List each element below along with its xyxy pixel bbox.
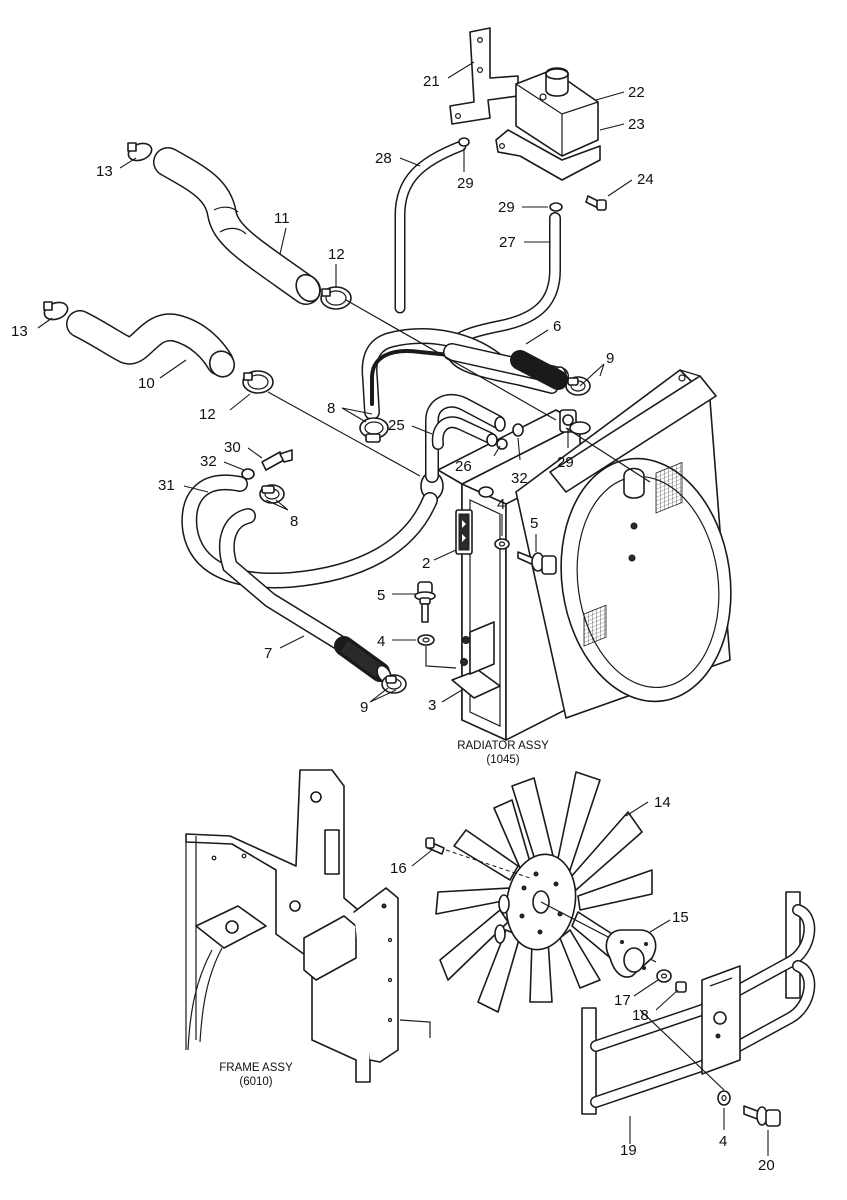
callout-13-lower: 13 xyxy=(11,323,28,340)
bolt-24 xyxy=(585,195,607,211)
bolt-5-upper xyxy=(517,551,557,575)
overflow-hose-28 xyxy=(394,140,467,314)
callout-5-radiator: 5 xyxy=(530,515,538,532)
callout-22: 22 xyxy=(628,84,645,101)
clamp-9-upper xyxy=(565,376,591,396)
callout-2: 2 xyxy=(422,555,430,572)
radiator-assy-name: RADIATOR ASSY xyxy=(457,740,549,752)
fitting-30 xyxy=(261,449,293,471)
callout-29-radiator: 29 xyxy=(557,454,574,471)
callout-12-upper: 12 xyxy=(328,246,345,263)
callout-21: 21 xyxy=(423,73,440,90)
callout-18: 18 xyxy=(632,1007,649,1024)
washer-32-upper xyxy=(512,423,524,437)
callout-32-lower: 32 xyxy=(200,453,217,470)
tank-bracket-23 xyxy=(495,129,601,181)
callout-3: 3 xyxy=(428,697,436,714)
clamp-12-lower xyxy=(242,370,274,394)
assembly-labels: RADIATOR ASSY (1045) FRAME ASSY (6010) xyxy=(219,740,549,1088)
bolt-18 xyxy=(675,981,687,993)
fan-14 xyxy=(435,771,657,1013)
callout-15: 15 xyxy=(672,909,689,926)
callout-leaders xyxy=(37,61,769,1156)
bolt-5-middle xyxy=(414,581,436,623)
callout-29-outlet: 29 xyxy=(498,199,515,216)
bracket-3 xyxy=(451,621,501,699)
radiator-assy-code: (1045) xyxy=(486,754,519,766)
callout-31: 31 xyxy=(158,477,175,494)
clip-29-lower xyxy=(562,414,574,426)
bolt-16 xyxy=(425,837,445,855)
washer-32-lower xyxy=(241,468,255,480)
pipe-leader-lines xyxy=(267,299,651,483)
callout-30: 30 xyxy=(224,439,241,456)
callout-14: 14 xyxy=(654,794,671,811)
washer-4-upper xyxy=(494,538,510,550)
washer-17 xyxy=(656,969,672,983)
spacer-15 xyxy=(605,929,657,978)
pipe-31 xyxy=(181,474,438,656)
callout-27: 27 xyxy=(499,234,516,251)
upper-hose-11 xyxy=(153,147,321,305)
clamp-13-lower xyxy=(43,301,69,321)
callout-8-lower: 8 xyxy=(290,513,298,530)
callout-4-mount: 4 xyxy=(377,633,385,650)
guard-19 xyxy=(581,891,816,1115)
rubber-mount-2 xyxy=(455,509,473,555)
mount-pin-4 xyxy=(425,646,457,669)
callout-16: 16 xyxy=(390,860,407,877)
bolt-20 xyxy=(743,1105,781,1127)
callout-20: 20 xyxy=(758,1157,775,1174)
callout-17: 17 xyxy=(614,992,631,1009)
callout-25: 25 xyxy=(388,417,405,434)
callout-26: 26 xyxy=(455,458,472,475)
clip-29-upper xyxy=(458,137,563,212)
lower-hose-10 xyxy=(66,310,236,378)
clamp-12-upper xyxy=(320,286,352,310)
callout-8-upper: 8 xyxy=(327,400,335,417)
callout-5-mount: 5 xyxy=(377,587,385,604)
hose-7 xyxy=(334,636,392,684)
frame-assy-code: (6010) xyxy=(239,1076,272,1088)
callout-7: 7 xyxy=(264,645,272,662)
callout-labels: 21 22 23 24 28 29 29 27 13 11 12 13 10 6… xyxy=(11,73,775,1174)
callout-10: 10 xyxy=(138,375,155,392)
pipe-25-26 xyxy=(425,393,506,483)
frame-structure xyxy=(185,769,431,1083)
callout-9-lower: 9 xyxy=(360,699,368,716)
clamp-8-lower xyxy=(259,484,285,504)
clamp-8-upper xyxy=(359,417,389,443)
washer-4-lower xyxy=(717,1090,731,1106)
fan-shroud xyxy=(515,369,732,719)
callout-4-radiator: 4 xyxy=(497,496,505,513)
mounting-bracket-21 xyxy=(449,27,519,125)
callout-24: 24 xyxy=(637,171,654,188)
hose-27 xyxy=(361,212,561,420)
callout-13-upper: 13 xyxy=(96,163,113,180)
washer-4-middle xyxy=(417,634,435,646)
reservoir-tank-22 xyxy=(515,67,599,157)
clamp-13-upper xyxy=(127,142,153,162)
callout-32-upper: 32 xyxy=(511,470,528,487)
callout-6: 6 xyxy=(553,318,561,335)
callout-12-lower: 12 xyxy=(199,406,216,423)
callout-11: 11 xyxy=(274,210,290,227)
callout-28: 28 xyxy=(375,150,392,167)
pipe-6 xyxy=(370,343,569,406)
callout-23: 23 xyxy=(628,116,645,133)
callout-29-tank: 29 xyxy=(457,175,474,192)
callout-19: 19 xyxy=(620,1142,637,1159)
callout-9-upper: 9 xyxy=(606,350,614,367)
frame-assy-name: FRAME ASSY xyxy=(219,1062,293,1074)
callout-4-guard: 4 xyxy=(719,1133,727,1150)
